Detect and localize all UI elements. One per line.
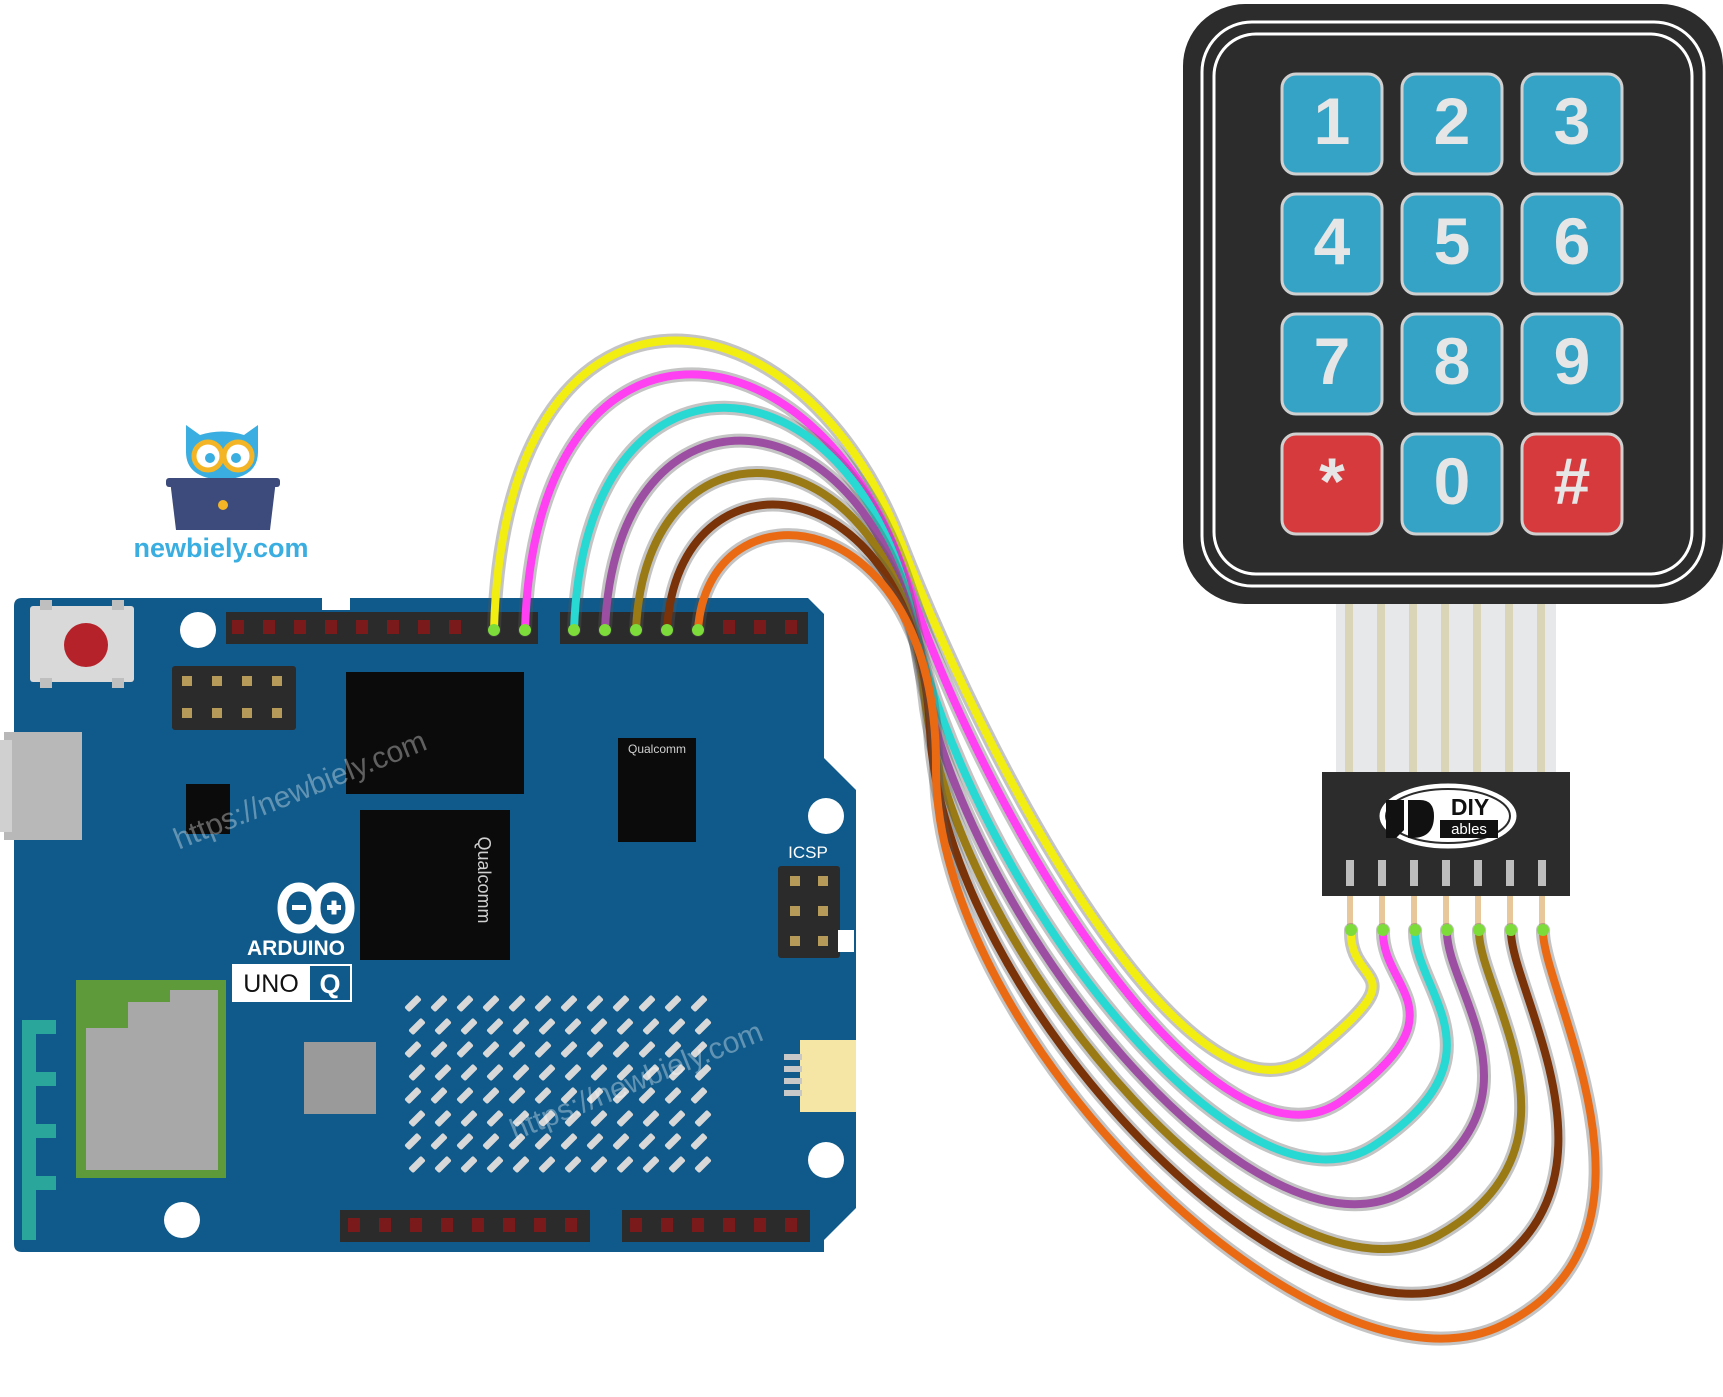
usb-connector xyxy=(4,732,82,840)
mounting-hole xyxy=(180,612,216,648)
icsp-header xyxy=(778,866,854,958)
mounting-hole xyxy=(808,798,844,834)
brand-ables: ables xyxy=(1451,821,1487,838)
key-3[interactable]: 3 xyxy=(1520,72,1624,176)
keypad-connector: DIY ables xyxy=(1322,772,1570,930)
site-name: newbiely.com xyxy=(133,533,308,563)
chip xyxy=(186,784,230,834)
keypad-keys: 1 2 3 4 5 6 7 8 9 * 0 # xyxy=(1280,72,1624,536)
key-label: 4 xyxy=(1314,204,1351,278)
mounting-hole xyxy=(164,1202,200,1238)
wire xyxy=(487,333,1380,1077)
key-label: 1 xyxy=(1314,84,1351,158)
key-4[interactable]: 4 xyxy=(1280,192,1384,296)
key-label: 6 xyxy=(1554,204,1591,278)
key-label: 9 xyxy=(1554,324,1591,398)
icsp-label: ICSP xyxy=(788,843,828,862)
arduino-uno-q-board: Qualcomm Qualcomm ICSP ARDUINO UNO Q xyxy=(0,596,856,1252)
wire xyxy=(598,433,1492,1212)
ribbon-cable xyxy=(1336,604,1556,776)
brand-diy: DIY xyxy=(1451,794,1489,820)
component xyxy=(304,1042,376,1114)
key-label: * xyxy=(1319,444,1345,518)
key-label: 8 xyxy=(1434,324,1471,398)
led-matrix xyxy=(404,995,712,1173)
key-0[interactable]: 0 xyxy=(1400,432,1504,536)
key-label: 3 xyxy=(1554,84,1591,158)
key-hash[interactable]: # xyxy=(1520,432,1624,536)
wires xyxy=(487,333,1603,1346)
qualcomm-chip-small xyxy=(618,738,696,842)
key-5[interactable]: 5 xyxy=(1400,192,1504,296)
wireless-module xyxy=(22,980,226,1240)
model-label: UNO xyxy=(243,970,299,998)
key-star[interactable]: * xyxy=(1280,432,1384,536)
key-1[interactable]: 1 xyxy=(1280,72,1384,176)
key-6[interactable]: 6 xyxy=(1520,192,1624,296)
reset-button xyxy=(30,600,134,688)
analog-header xyxy=(622,1210,810,1242)
newbiely-logo: newbiely.com xyxy=(133,425,309,563)
wire xyxy=(518,367,1417,1122)
key-2[interactable]: 2 xyxy=(1400,72,1504,176)
key-label: 2 xyxy=(1434,84,1471,158)
digital-header-right xyxy=(560,612,808,644)
key-9[interactable]: 9 xyxy=(1520,312,1624,416)
infinity-icon xyxy=(277,882,355,934)
chip-brand-large: Qualcomm xyxy=(474,836,494,923)
key-label: 7 xyxy=(1314,324,1351,398)
wire xyxy=(660,497,1566,1301)
mounting-hole xyxy=(808,1142,844,1178)
maker-label: ARDUINO xyxy=(247,937,345,960)
key-label: # xyxy=(1554,444,1591,518)
wire xyxy=(629,466,1529,1256)
qwiic-connector xyxy=(784,1040,856,1112)
model-suffix: Q xyxy=(319,969,340,999)
qualcomm-chip-large xyxy=(360,810,510,960)
arduino-logo: ARDUINO UNO Q xyxy=(232,882,355,1002)
digital-header-left xyxy=(226,612,538,644)
jtag-header xyxy=(172,666,296,730)
power-header xyxy=(340,1210,590,1242)
wire xyxy=(567,400,1454,1167)
key-8[interactable]: 8 xyxy=(1400,312,1504,416)
chip xyxy=(346,672,524,794)
key-label: 0 xyxy=(1434,444,1471,518)
chip-brand-small: Qualcomm xyxy=(628,742,686,756)
key-label: 5 xyxy=(1434,204,1471,278)
key-7[interactable]: 7 xyxy=(1280,312,1384,416)
keypad-3x4: 1 2 3 4 5 6 7 8 9 * 0 # DIY ables xyxy=(1183,4,1723,930)
wire xyxy=(691,528,1603,1346)
